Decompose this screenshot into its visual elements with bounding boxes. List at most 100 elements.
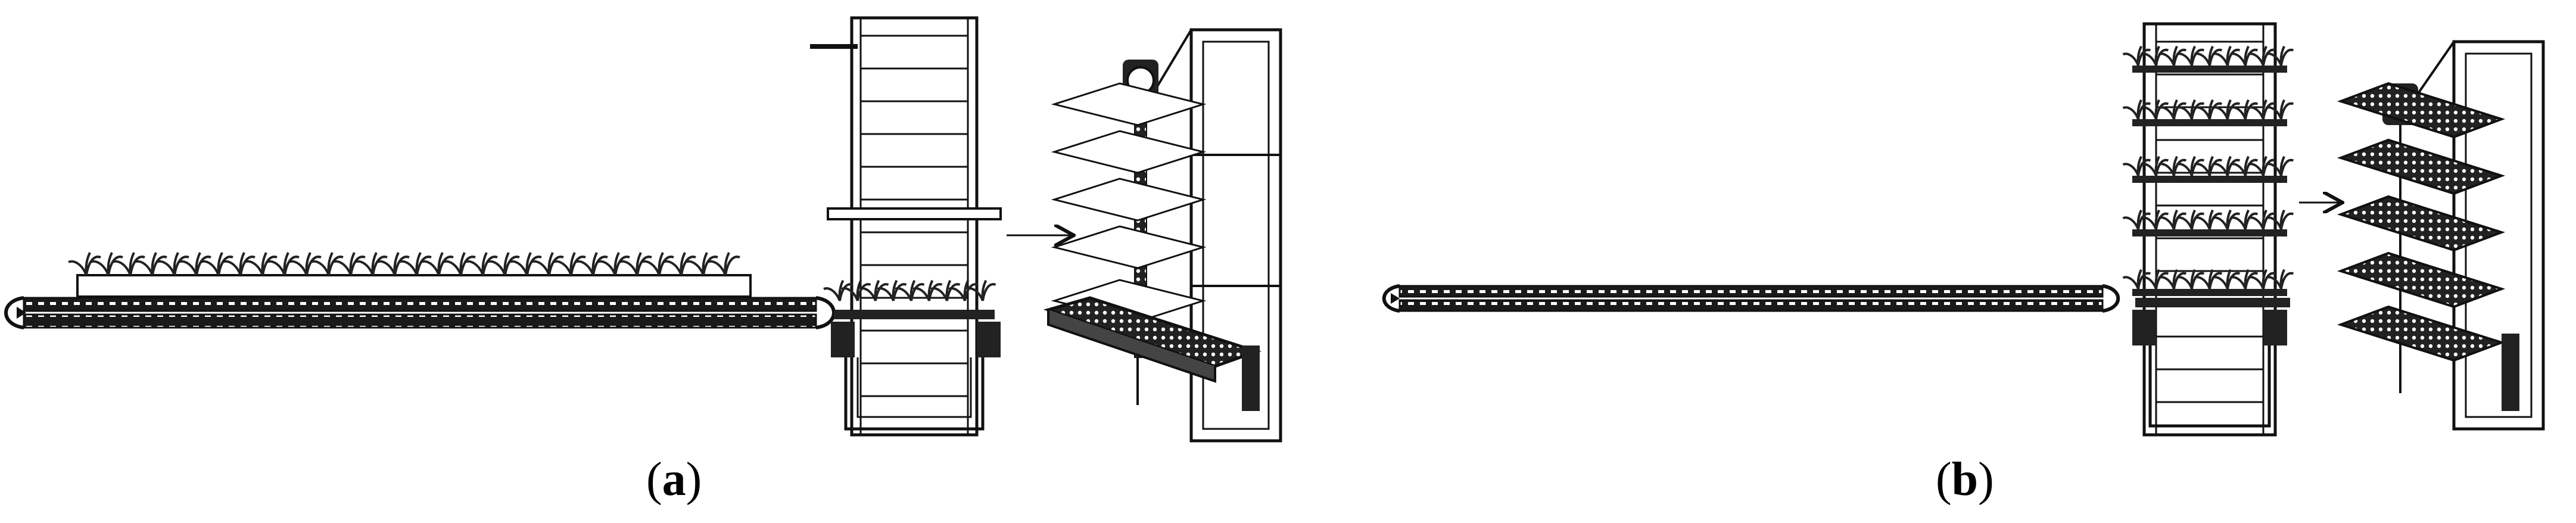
seedling-icon (2194, 209, 2223, 230)
seedling-icon (2194, 45, 2223, 66)
conveyor-belt-a (4, 274, 836, 329)
seedling-icon (2140, 45, 2169, 66)
seedling-icon (156, 252, 189, 276)
seedling-icon (2158, 209, 2187, 230)
seedling-icon (2247, 99, 2276, 120)
seedling-icon (2158, 45, 2187, 66)
seedling-icon (2265, 99, 2294, 120)
seedling-icon (310, 252, 344, 276)
seedling-icon (332, 252, 366, 276)
seedling-tray-shelf (2132, 289, 2287, 296)
seedling-icon (2265, 155, 2294, 176)
seedling-icon (2229, 99, 2259, 120)
seedling-icon (487, 252, 520, 276)
seedling-icon (2122, 155, 2151, 176)
seedling-icon (2265, 269, 2294, 289)
seedling-tray (2337, 82, 2506, 139)
seedling-icon (2229, 155, 2259, 176)
seedling-icon (2211, 99, 2241, 120)
seedling-icon (930, 279, 961, 301)
seedling-icon (641, 252, 674, 276)
seedling-icon (2140, 209, 2169, 230)
seedling-icon (509, 252, 542, 276)
seedling-tray (2337, 138, 2506, 195)
seedling-icon (244, 252, 278, 276)
seedling-tray (2337, 305, 2506, 362)
seedling-icon (178, 252, 211, 276)
storage-rack-a (1043, 28, 1282, 443)
seedling-icon (912, 279, 943, 301)
seedling-icon (2194, 269, 2223, 289)
seedling-icon (575, 252, 608, 276)
seedling-icon (2176, 269, 2205, 289)
seedling-icon (685, 252, 718, 276)
seedling-icon (2158, 155, 2187, 176)
seedling-tray (2337, 195, 2506, 252)
seedling-icon (2122, 209, 2151, 230)
seedling-icon (2176, 99, 2205, 120)
seedling-icon (2247, 155, 2276, 176)
seedling-icon (948, 279, 979, 301)
storage-rack-b (2337, 40, 2545, 431)
seedling-icon (2194, 155, 2223, 176)
seedling-icon (2140, 99, 2169, 120)
seedling-icon (2247, 209, 2276, 230)
seedling-icon (2247, 269, 2276, 289)
caption-a: (a) (646, 453, 702, 506)
panel-b (1382, 22, 2545, 437)
seedling-icon (859, 279, 889, 301)
seedling-icon (531, 252, 564, 276)
seedling-icon (2247, 45, 2276, 66)
seedling-icon (823, 279, 854, 301)
seedling-icon (2176, 209, 2205, 230)
seedling-icon (2176, 155, 2205, 176)
seedling-icon (707, 252, 740, 276)
seedling-icon (2158, 269, 2187, 289)
seedling-icon (2158, 99, 2187, 120)
lift-frame-a (810, 16, 1002, 437)
seedling-icon (420, 252, 454, 276)
seedling-tray (2337, 251, 2506, 309)
seedling-icon (2211, 269, 2241, 289)
seedling-icon (2176, 45, 2205, 66)
panel-a (4, 16, 1282, 443)
seedling-icon (2122, 269, 2151, 289)
seedling-icon (2140, 155, 2169, 176)
seedling-icon (663, 252, 696, 276)
seedling-icon (966, 279, 996, 301)
seedling-icon (597, 252, 630, 276)
seedling-icon (465, 252, 498, 276)
seedling-icon (2229, 269, 2259, 289)
seedling-icon (2122, 99, 2151, 120)
seedling-icon (134, 252, 167, 276)
seedling-icon (841, 279, 871, 301)
seedling-icon (354, 252, 388, 276)
seedling-icon (2122, 45, 2151, 66)
caption-b: (b) (1936, 453, 1994, 506)
seedling-icon (877, 279, 907, 301)
seedling-tray-shelf (2132, 229, 2287, 236)
seedling-icon (2211, 45, 2241, 66)
seedling-icon (112, 252, 145, 276)
seedling-icon (398, 252, 432, 276)
seedling-icon (2229, 209, 2259, 230)
seedling-icon (619, 252, 652, 276)
seedling-icon (288, 252, 322, 276)
seedling-icon (2211, 155, 2241, 176)
lift-seedlings-b (2122, 45, 2294, 296)
seedling-row-a (68, 252, 740, 276)
seedling-icon (2211, 209, 2241, 230)
seedling-icon (376, 252, 410, 276)
seedling-icon (2140, 269, 2169, 289)
seedling-icon (553, 252, 586, 276)
seedling-tray-shelf (2132, 119, 2287, 126)
seedling-icon (2265, 209, 2294, 230)
conveyor-belt-b (1382, 284, 2120, 313)
seedling-icon (2229, 45, 2259, 66)
lift-seedlings-a (823, 279, 996, 301)
seedling-tray-shelf (2132, 176, 2287, 183)
seedling-icon (68, 252, 101, 276)
seedling-icon (2265, 45, 2294, 66)
seedling-icon (266, 252, 300, 276)
